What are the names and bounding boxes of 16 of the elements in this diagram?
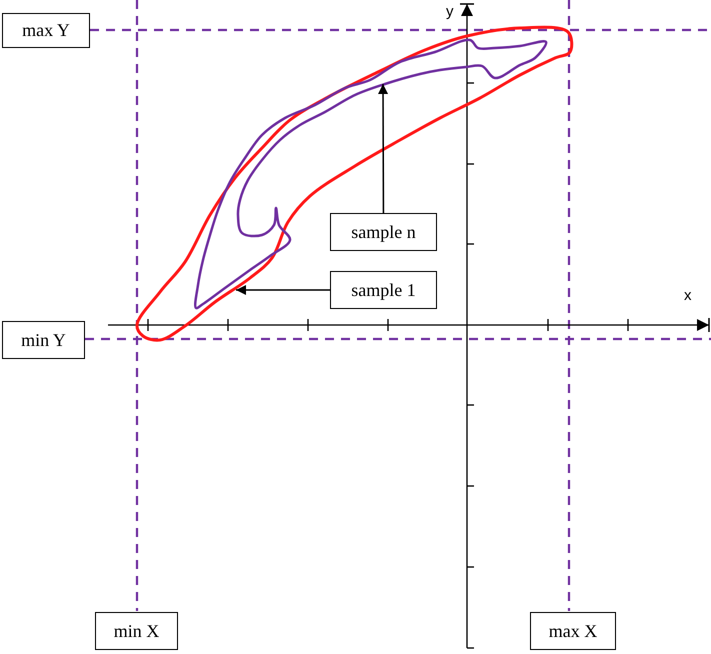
leader-line	[378, 84, 388, 213]
axis-label: y	[446, 3, 454, 20]
leader-line	[236, 285, 330, 295]
axis-label: x	[684, 287, 692, 304]
label-text: max Y	[22, 20, 70, 41]
label-text: max X	[548, 620, 598, 642]
label-box	[530, 612, 616, 650]
label-box	[2, 321, 85, 359]
label-box	[2, 13, 90, 48]
label-box	[95, 612, 178, 650]
label-text: sample n	[351, 222, 416, 242]
label-text: min Y	[21, 330, 66, 350]
label-box	[330, 213, 437, 251]
label-box	[330, 271, 437, 309]
label-text: min X	[114, 620, 160, 642]
label-text: sample 1	[351, 280, 416, 300]
